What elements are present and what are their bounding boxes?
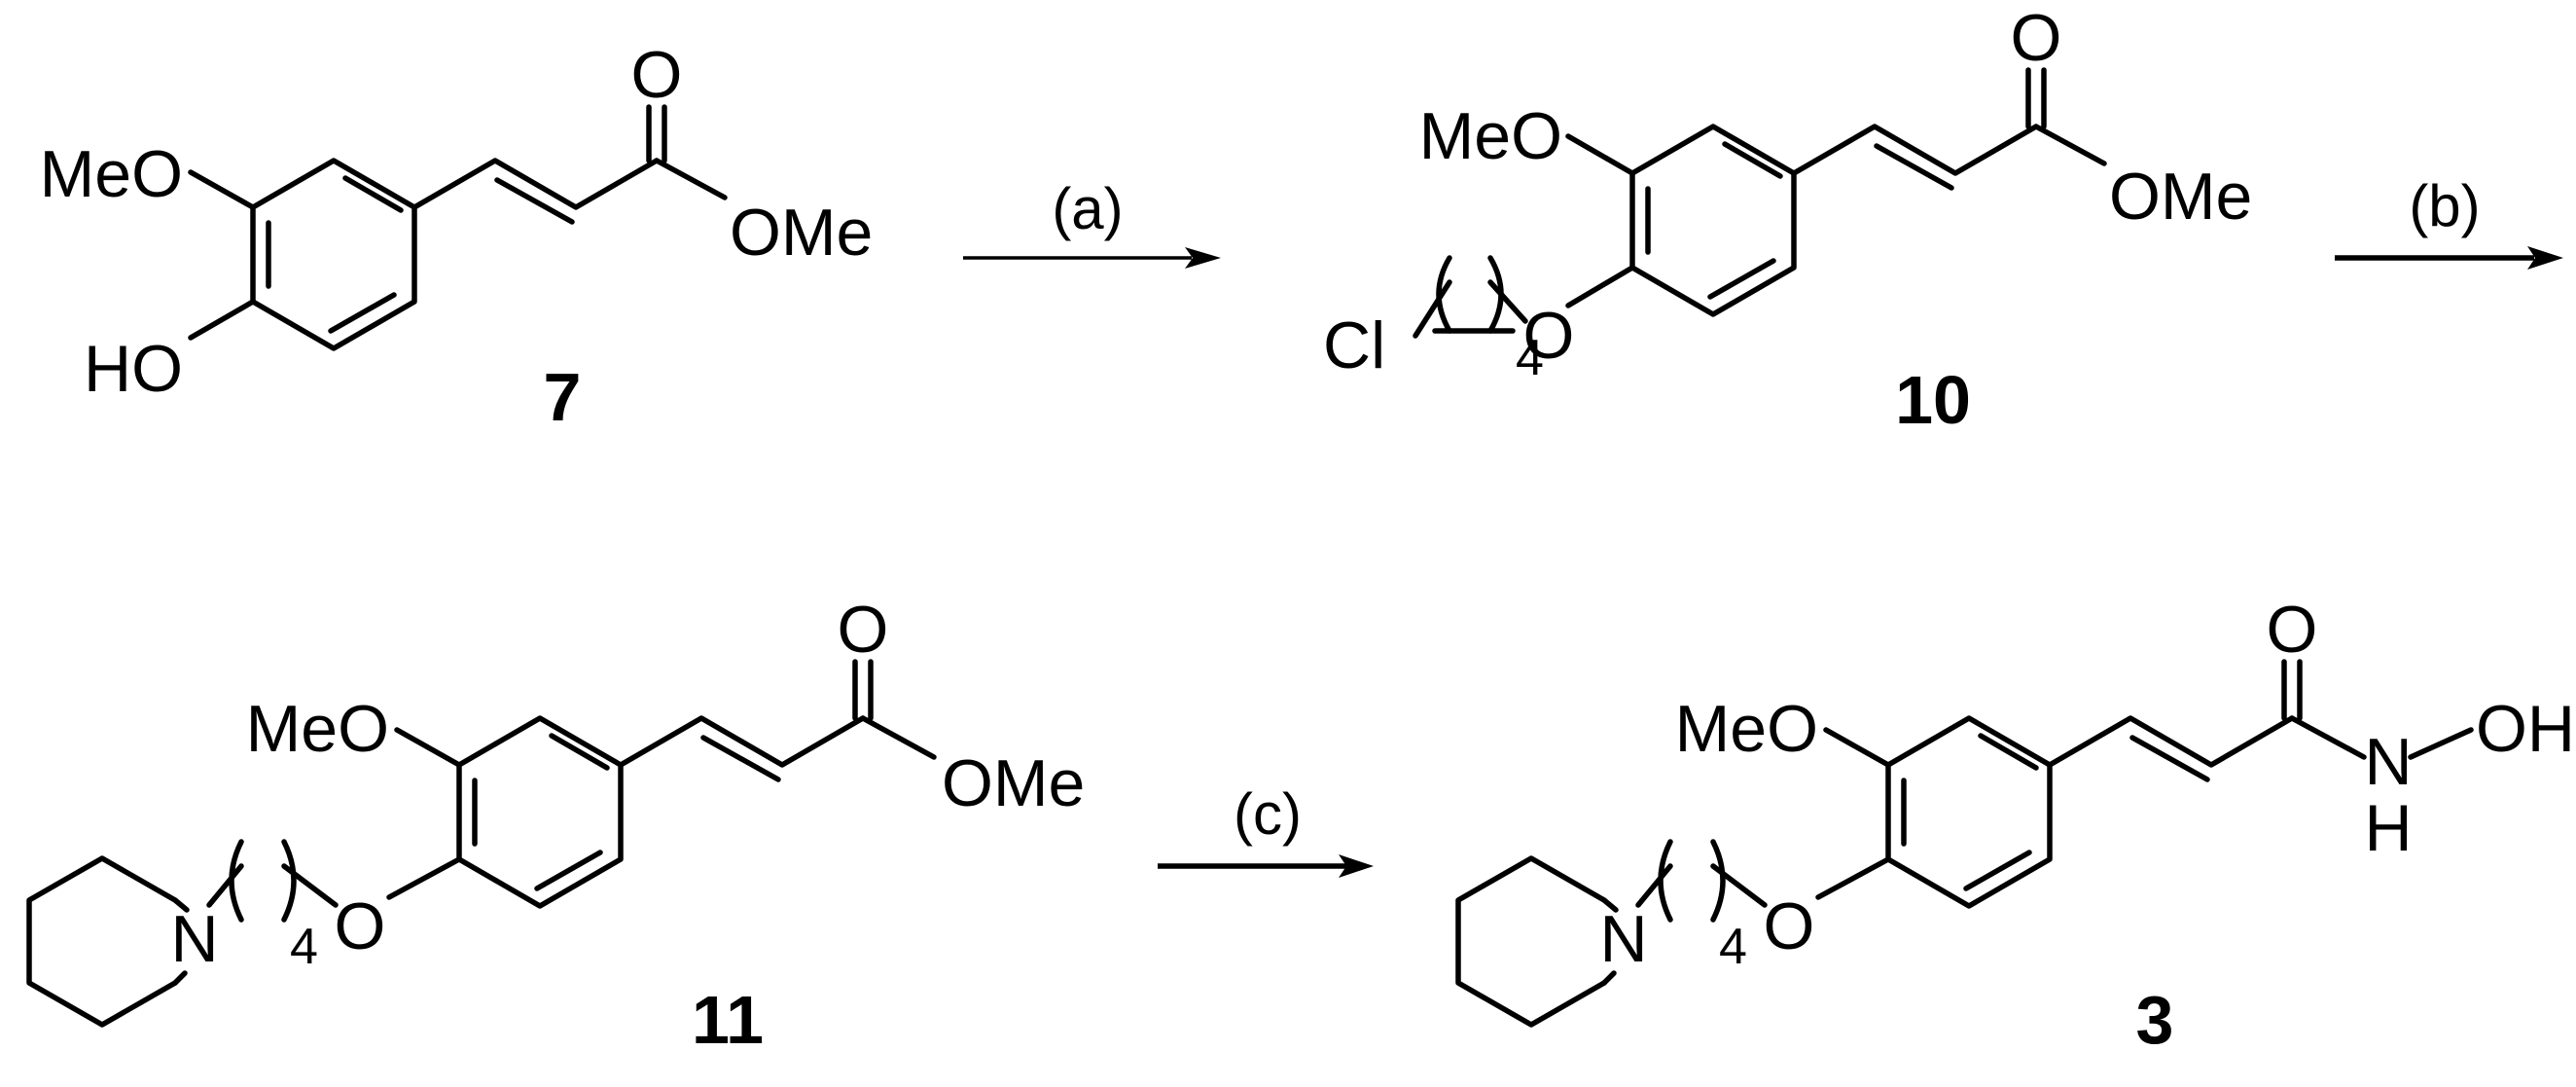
compound-3-hydroxyl-label: OH [2476, 692, 2575, 766]
compound-11-piperidine-n-bond [172, 897, 190, 913]
compound-10-ester-label: OMe [2109, 160, 2252, 234]
compound-3-amide-hydrogen: H [2364, 791, 2412, 865]
compound-10-side-chain [1791, 124, 2039, 176]
compound-3-bracket-left [1658, 839, 1673, 923]
compound-11-methoxy-bond [394, 727, 462, 768]
compound-10-chloro-bond [1413, 279, 1452, 339]
compound-7-methoxy-label: MeO [40, 137, 183, 211]
compound-10-chain-to-o [1487, 279, 1528, 324]
compound-7-methoxy-bond [188, 169, 256, 210]
compound-10-methoxy-label: MeO [1419, 99, 1562, 173]
arrow-c-head [1339, 854, 1374, 878]
compound-11-piperidine-n-bond [172, 970, 188, 986]
compound-11: MeO N 4 O O OMe 11 [26, 593, 1085, 1058]
compound-10-alkene-double [1874, 143, 1954, 191]
compound-11-ether-oxygen: O [335, 889, 386, 963]
compound-11-bracket-right [281, 839, 297, 923]
compound-10-ester-bond [2033, 124, 2107, 166]
compound-7-carbonyl-oxygen: O [631, 38, 683, 112]
compound-10-ring-inner-bond [1707, 258, 1776, 300]
compound-7-ester-bond [654, 158, 728, 200]
compound-3-n-to-chain [1635, 863, 1673, 908]
compound-3-bonds [1455, 659, 2474, 1028]
compound-3-ether-oxygen: O [1764, 889, 1815, 963]
compound-11-chain-to-o [281, 863, 339, 908]
compound-10-repeat-count: 4 [1516, 330, 1544, 386]
compound-11-nitrogen: N [170, 902, 218, 976]
compound-7-bonds [188, 104, 728, 351]
arrow-step-a: (a) [963, 176, 1221, 269]
arrow-step-b: (b) [2335, 173, 2563, 270]
compound-11-number: 11 [692, 982, 764, 1058]
compound-11-bonds [26, 659, 937, 1028]
compound-3-methoxy-bond [1823, 727, 1891, 768]
compound-3-ring-inner-bond [1978, 733, 2039, 771]
compound-3-chain-to-o [1710, 863, 1768, 908]
compound-3-piperidine [1455, 855, 1607, 1028]
compound-7-number: 7 [544, 359, 582, 435]
compound-10-carbonyl-oxygen: O [2011, 1, 2062, 75]
arrow-a-head [1185, 247, 1221, 269]
compound-3-methoxy-label: MeO [1675, 692, 1818, 766]
compound-10-bonds [1413, 67, 2107, 339]
compound-11-bracket-left [229, 839, 244, 923]
compound-3-amide-bond [2289, 715, 2367, 760]
compound-3-piperidine-n-bond [1601, 897, 1619, 913]
compound-10-ether-bond [1565, 265, 1635, 308]
compound-7-ring-inner-bond [342, 175, 404, 213]
step-a-label: (a) [1052, 176, 1123, 241]
compound-3: MeO N 4 O O N H OH 3 [1455, 593, 2575, 1058]
compound-7: MeO HO O OMe 7 [40, 38, 874, 435]
compound-3-carbonyl-oxygen: O [2267, 593, 2318, 667]
compound-11-carbonyl-oxygen: O [838, 593, 889, 667]
compound-11-ring-inner-bond [549, 733, 610, 771]
compound-10-number: 10 [1895, 362, 1971, 438]
compound-3-piperidine-n-bond [1601, 970, 1617, 986]
compound-10-methoxy-bond [1565, 133, 1635, 176]
compound-11-repeat-count: 4 [290, 919, 318, 975]
arrow-b-head [2527, 246, 2563, 270]
step-b-label: (b) [2409, 173, 2480, 238]
compound-3-repeat-count: 4 [1719, 919, 1747, 975]
compound-3-side-chain [2047, 715, 2295, 768]
compound-3-n-o-bond [2408, 727, 2474, 760]
compound-11-ester-bond [860, 715, 937, 760]
compound-10-ether-oxygen: O [1523, 299, 1575, 373]
step-c-label: (c) [1234, 781, 1302, 847]
compound-7-hydroxy-label: HO [84, 332, 183, 406]
compound-7-ring-inner-bond [328, 292, 397, 334]
compound-3-ring-inner-bond [1963, 850, 2032, 891]
compound-11-ring [456, 715, 624, 909]
compound-3-number: 3 [2136, 982, 2174, 1058]
compound-7-ring [250, 158, 417, 351]
compound-7-side-chain [411, 158, 660, 210]
compound-3-ether-bond [1815, 856, 1891, 900]
compound-10-ring [1629, 124, 1797, 317]
compound-11-ether-bond [386, 856, 462, 900]
compound-11-methoxy-label: MeO [246, 692, 389, 766]
compound-3-bracket-right [1710, 839, 1726, 923]
compound-11-ring-inner-bond [534, 850, 603, 891]
compound-7-hydroxy-bond [188, 299, 256, 341]
compound-11-side-chain [618, 715, 866, 768]
compound-7-alkene-double [494, 177, 575, 225]
compound-10: MeO Cl 4 O O OMe 10 [1323, 1, 2252, 438]
compound-11-piperidine [26, 855, 178, 1028]
compound-3-alkene-double [2129, 735, 2210, 782]
compound-11-alkene-double [700, 735, 781, 782]
compound-11-n-to-chain [206, 863, 244, 908]
compound-3-ring [1885, 715, 2053, 909]
compound-7-ester-label: OMe [730, 196, 873, 270]
compound-3-amide-nitrogen: N [2364, 725, 2412, 799]
compound-3-nitrogen: N [1599, 902, 1647, 976]
compound-11-ester-label: OMe [942, 746, 1085, 820]
compound-10-ring-inner-bond [1722, 141, 1783, 179]
compound-10-chloro-label: Cl [1323, 308, 1385, 382]
arrow-step-c: (c) [1158, 781, 1374, 878]
